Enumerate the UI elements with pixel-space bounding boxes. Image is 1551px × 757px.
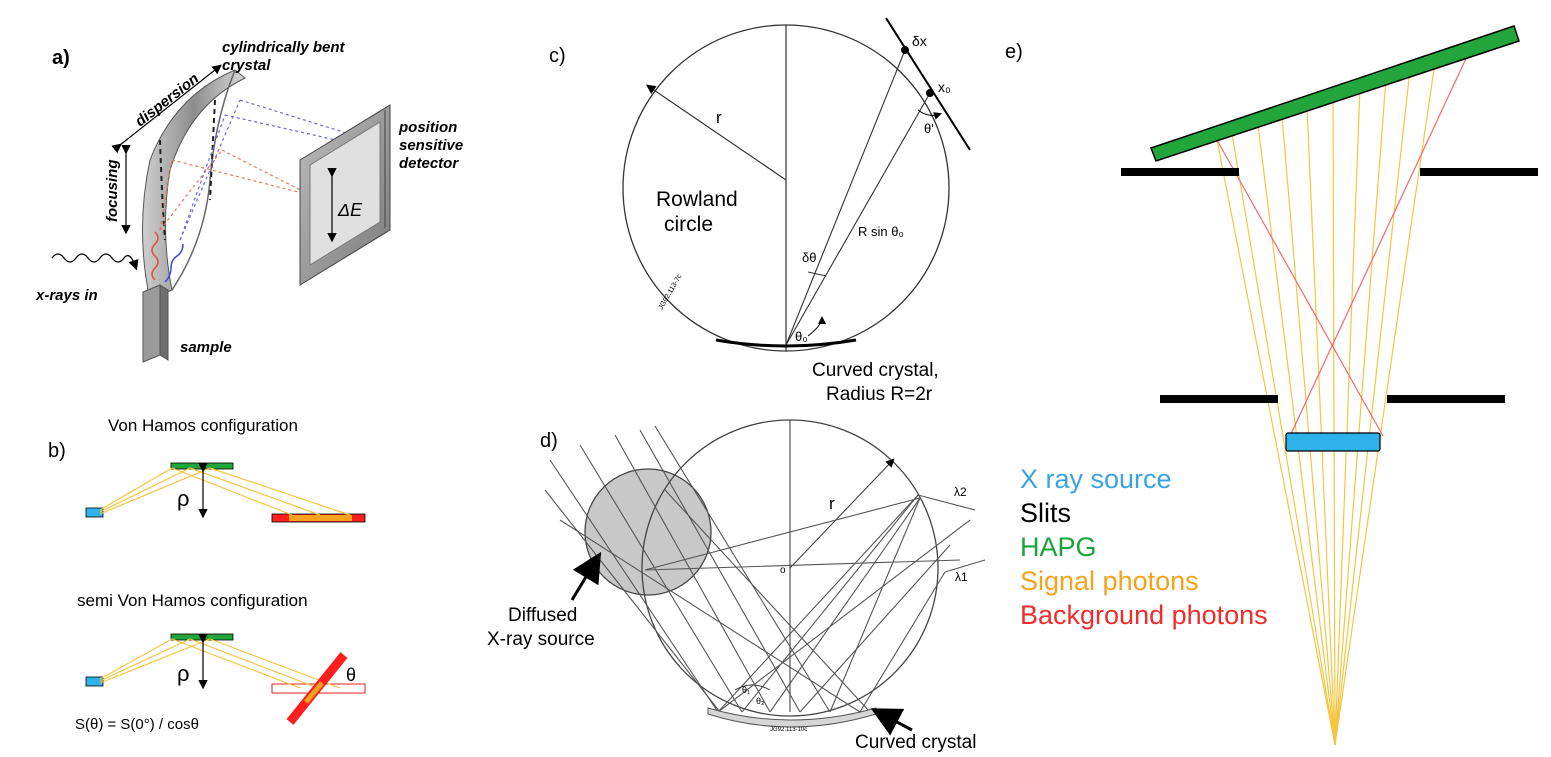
crystal-label-line: crystal <box>222 57 271 74</box>
rowland-label: Rowland circle <box>656 188 744 236</box>
vh-hapg <box>170 462 234 470</box>
xray-wave <box>51 253 139 271</box>
background-rays <box>1216 49 1471 437</box>
legend-signal-photons: Signal photons <box>1020 566 1199 596</box>
detector-label-line: sensitive <box>399 137 463 154</box>
crystal-pointer <box>870 708 913 736</box>
panel-c: c) r Rowland circle δx x₀ θ' R sin θ₀ δθ… <box>549 17 971 405</box>
legend-slits: Slits <box>1020 498 1072 528</box>
dx-label: δx <box>912 33 927 49</box>
vh-rays <box>99 467 351 516</box>
lambda1-label: λ1 <box>955 570 968 584</box>
chord-to-x0 <box>785 92 931 346</box>
sample-block <box>142 284 169 363</box>
dispersion-arrow <box>111 64 222 154</box>
von-hamos-title: Von Hamos configuration <box>108 416 298 435</box>
theta12-arc <box>734 684 771 691</box>
d-source-label: Diffused X-ray source <box>487 605 595 650</box>
sample-label: sample <box>180 339 232 356</box>
panel-e: e) <box>1005 25 1538 746</box>
legend: X ray source Slits HAPG Signal photons B… <box>1020 462 1268 632</box>
fluor-wave-blue <box>164 243 184 283</box>
crystal-edge <box>171 69 236 291</box>
crystal-label-line: cylindrically bent <box>222 39 346 56</box>
chord-to-dx <box>785 49 906 346</box>
semi-von-hamos-title: semi Von Hamos configuration <box>77 591 308 610</box>
svh-rotated-signal <box>304 681 324 704</box>
legend-xray-source: X ray source <box>1020 464 1172 494</box>
theta-prime-arc <box>917 109 942 120</box>
d-radius <box>789 458 895 569</box>
c-r-label: r <box>716 108 722 127</box>
radius-r <box>646 84 787 181</box>
tangent-line <box>885 17 971 151</box>
x0-point <box>926 89 934 97</box>
panel-e-label: e) <box>1005 41 1023 63</box>
rsin-label: R sin θ₀ <box>858 224 904 239</box>
x0-label: x₀ <box>938 79 951 95</box>
theta2-label: θ₂ <box>756 696 765 706</box>
vh-rho: ρ <box>177 486 190 511</box>
c-crystal-label: Curved crystal, Radius R=2r <box>812 360 944 405</box>
theta1-label: θ₁ <box>742 685 750 695</box>
d-code: JG92.113-10c <box>770 727 807 733</box>
detector-label-line: position <box>398 119 457 136</box>
source-pointer <box>570 551 602 601</box>
theta0-label: θ₀ <box>795 329 808 344</box>
svh-rays <box>99 638 341 689</box>
dtheta-label: δθ <box>802 250 816 265</box>
position-detector <box>299 104 391 286</box>
fluor-wave-red <box>151 231 159 281</box>
lambda2-label: λ2 <box>954 485 967 499</box>
panel-a-label: a) <box>52 47 70 69</box>
svh-hapg <box>170 633 234 641</box>
svh-theta: θ <box>346 665 356 685</box>
panel-b: b) Von Hamos configuration ρ semi Von Ha… <box>48 416 366 733</box>
dx-point <box>901 46 909 54</box>
delta-e-label: ΔE <box>337 200 363 220</box>
theta-prime-label: θ' <box>924 121 934 136</box>
c-curved-crystal <box>715 338 857 348</box>
e-hapg-crystal <box>1150 25 1520 162</box>
lower-slit-left <box>1160 395 1278 403</box>
panel-d-label: d) <box>540 430 558 452</box>
theta0-arc <box>807 316 826 337</box>
d-o-label: o <box>780 565 786 576</box>
panel-b-label: b) <box>48 440 66 462</box>
panel-d: d) r o λ2 λ1 <box>487 419 986 753</box>
detector-label-line: detector <box>399 155 459 172</box>
svh-formula: S(θ) = S(0°) / cosθ <box>75 716 199 733</box>
panel-c-label: c) <box>549 45 566 67</box>
d-curved-crystal <box>707 707 877 728</box>
legend-hapg: HAPG <box>1020 532 1097 562</box>
lower-slit-right <box>1387 395 1505 403</box>
focusing-label: focusing <box>104 160 121 223</box>
c-code: JG92.113-7c <box>658 273 684 311</box>
d-crystal-label: Curved crystal <box>855 732 976 753</box>
svh-rho: ρ <box>177 661 190 686</box>
upper-slit-right <box>1420 168 1538 176</box>
vh-detector-signal <box>289 515 352 521</box>
legend-background-photons: Background photons <box>1020 600 1268 630</box>
upper-slit-left <box>1121 168 1239 176</box>
signal-rays <box>1216 61 1436 746</box>
e-xray-source <box>1285 432 1381 452</box>
d-ray-lines <box>544 425 986 713</box>
dtheta-tick <box>807 271 827 277</box>
xrays-in-label: x-rays in <box>35 287 98 304</box>
d-r-label: r <box>829 494 835 513</box>
